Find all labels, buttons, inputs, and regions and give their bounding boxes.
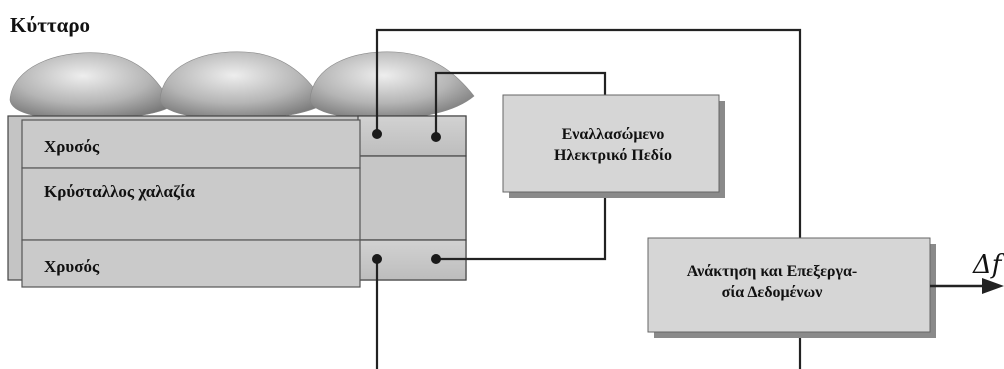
wire-bottom-right-to-field xyxy=(436,195,607,261)
cell-label: Κύτταρο xyxy=(10,13,90,37)
gold-top-layer xyxy=(21,119,361,169)
gold-bottom-layer xyxy=(21,239,361,288)
cell-blob-3 xyxy=(309,51,475,120)
output-arrow xyxy=(930,278,1004,294)
electrode-bottom-left xyxy=(372,254,382,264)
field-box xyxy=(502,94,720,193)
data-box xyxy=(647,237,931,333)
gold-bottom-label: Χρυσός xyxy=(44,257,100,276)
electrode-bottom-right xyxy=(431,254,441,264)
arrow-head xyxy=(982,278,1004,294)
wire-top-right-to-field xyxy=(434,71,607,136)
field-generator-box: Εναλλασώμενο Ηλεκτρικό Πεδίο xyxy=(502,94,725,198)
data-box-line2: σία Δεδομένων xyxy=(722,284,823,301)
cell-blob-1 xyxy=(9,52,173,120)
field-box-line1: Εναλλασώμενο xyxy=(562,126,665,143)
output-delta-f: Δf xyxy=(972,250,1004,280)
electrodes xyxy=(372,129,441,264)
cell-blob-2 xyxy=(159,51,325,120)
electrode-top-right xyxy=(431,132,441,142)
sensor-stack: Χρυσός Κρύσταλλος χαλαζία Χρυσός xyxy=(7,115,467,288)
gold-top-label: Χρυσός xyxy=(44,137,100,156)
data-box-line1: Ανάκτηση και Επεξεργα- xyxy=(687,263,857,280)
cells xyxy=(9,51,475,120)
quartz-right-segment xyxy=(357,155,467,241)
quartz-layer xyxy=(21,167,361,241)
wires xyxy=(375,28,802,369)
field-box-line2: Ηλεκτρικό Πεδίο xyxy=(554,147,672,164)
wire-top-left-to-data xyxy=(375,28,802,240)
electrode-top-left xyxy=(372,129,382,139)
quartz-label: Κρύσταλλος χαλαζία xyxy=(44,182,195,201)
data-processing-box: Ανάκτηση και Επεξεργα- σία Δεδομένων xyxy=(647,237,936,338)
